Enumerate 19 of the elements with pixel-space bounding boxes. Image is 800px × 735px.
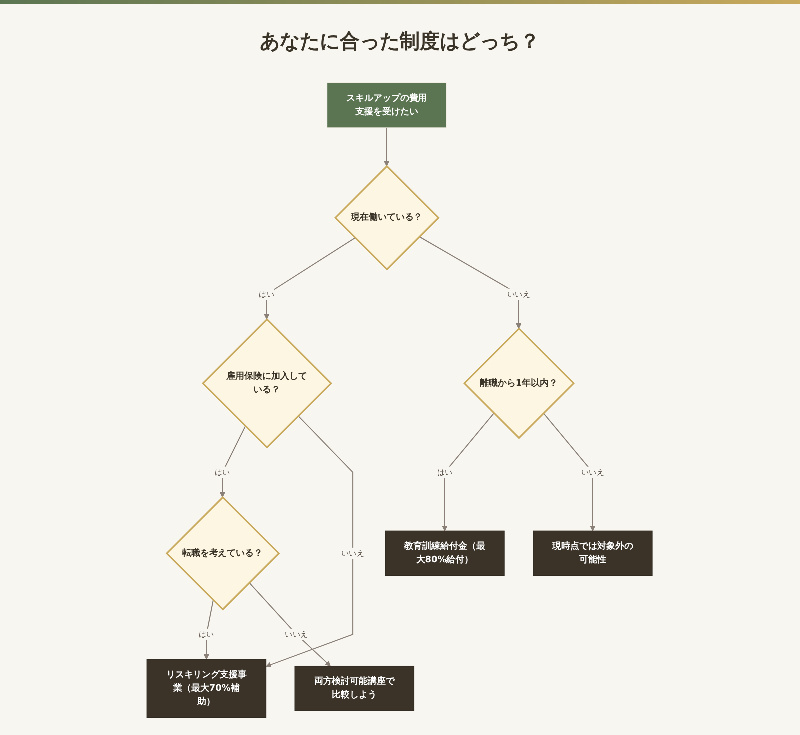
result-box: リスキリング支援事業（最大70%補助） [147, 659, 267, 718]
arrow [419, 236, 522, 330]
arrow [220, 426, 246, 498]
decision-diamond: 転職を考えている？ [166, 496, 280, 611]
arrow [249, 582, 332, 667]
arrow [384, 128, 390, 167]
result-box: 両方検討可能講座で比較しよう [294, 666, 415, 712]
result-box: 現時点では対象外の可能性 [533, 530, 653, 576]
arrow [264, 238, 356, 320]
decision-diamond: 離職から1年以内？ [464, 328, 576, 440]
title: あなたに合った制度はどっち？ [260, 28, 540, 55]
arrow [442, 413, 495, 532]
result-box: 教育訓練給付金（最大80%給付） [385, 530, 506, 576]
decision-diamond: 現在働いている？ [334, 165, 440, 271]
decision-diamond: 雇用保険に加入している？ [202, 318, 333, 449]
arrow [204, 600, 214, 660]
start-box: スキルアップの費用支援を受けたい [327, 82, 447, 128]
arrow [266, 416, 354, 668]
arrow [544, 413, 596, 532]
